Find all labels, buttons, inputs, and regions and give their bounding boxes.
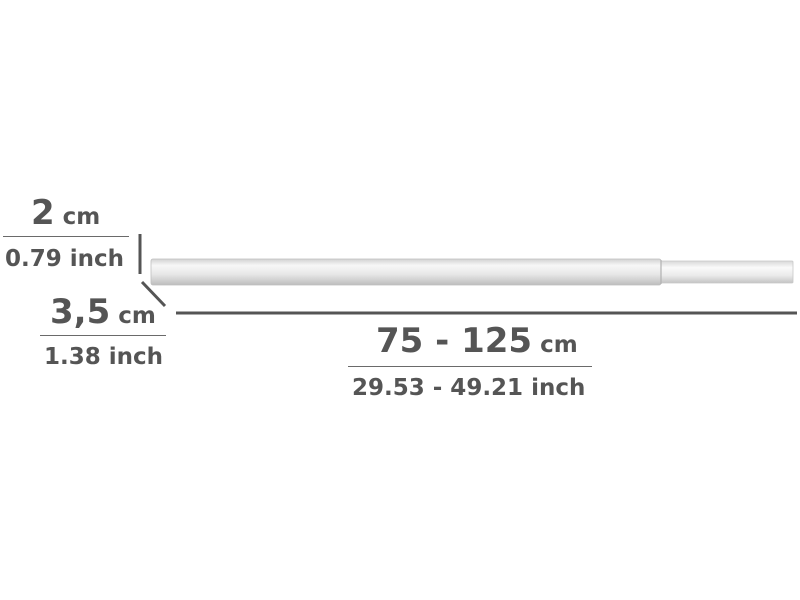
height-divider	[3, 236, 129, 237]
length-metric-label: 75 - 125 cm	[376, 324, 578, 358]
height-unit: cm	[62, 204, 101, 230]
diameter-metric-label: 3,5 cm	[50, 295, 156, 329]
height-imperial-label: 0.79 inch	[5, 246, 125, 272]
diameter-indicator-line	[140, 280, 167, 308]
diameter-divider	[40, 335, 166, 336]
length-unit: cm	[540, 332, 578, 358]
rod-inner-tube	[654, 260, 794, 284]
diameter-unit: cm	[118, 303, 156, 329]
diameter-imperial-label: 1.38 inch	[44, 344, 164, 370]
length-value: 75 - 125	[376, 321, 533, 361]
length-imperial-label: 29.53 - 49.21 inch	[352, 375, 586, 401]
height-value: 2	[31, 193, 55, 233]
height-metric-label: 2 cm	[31, 196, 100, 230]
length-divider	[348, 366, 592, 367]
diameter-value: 3,5	[50, 292, 111, 332]
rod-outer-tube	[150, 258, 662, 286]
